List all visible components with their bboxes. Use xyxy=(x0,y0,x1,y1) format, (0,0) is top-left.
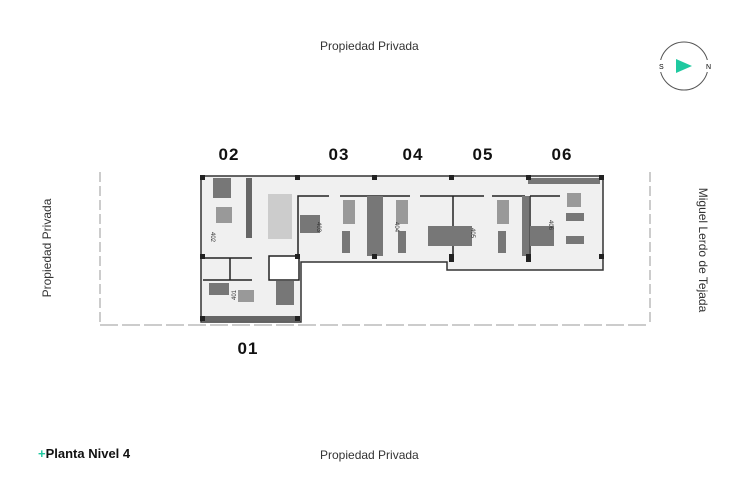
room-401: 401 xyxy=(232,289,238,300)
columns xyxy=(200,175,604,321)
plan-title: +Planta Nivel 4 xyxy=(38,446,130,461)
compass-south: S xyxy=(659,64,664,71)
unit-label-01: 01 xyxy=(237,339,259,358)
room-404: 404 xyxy=(393,222,399,233)
room-406: 406 xyxy=(547,220,553,231)
unit-label-05: 05 xyxy=(472,145,494,164)
north-arrow-icon xyxy=(676,59,692,73)
compass-north: N xyxy=(706,64,711,71)
walls xyxy=(209,178,584,305)
room-405: 405 xyxy=(469,228,475,239)
unit-label-02: 02 xyxy=(218,145,240,164)
furniture xyxy=(216,193,581,302)
room-403: 403 xyxy=(315,222,321,233)
unit-label-06: 06 xyxy=(551,145,573,164)
boundary-label-bottom: Propiedad Privada xyxy=(320,448,419,462)
plan-title-text: Planta Nivel 4 xyxy=(45,446,131,461)
room-402: 402 xyxy=(209,232,215,243)
compass: S N xyxy=(655,41,713,91)
stairs xyxy=(268,194,292,239)
boundary-label-top: Propiedad Privada xyxy=(320,39,419,53)
plus-icon: + xyxy=(38,446,46,461)
elevator-shaft xyxy=(268,255,300,281)
unit-label-04: 04 xyxy=(402,145,424,164)
site-boundary xyxy=(99,172,651,326)
unit-label-03: 03 xyxy=(328,145,350,164)
